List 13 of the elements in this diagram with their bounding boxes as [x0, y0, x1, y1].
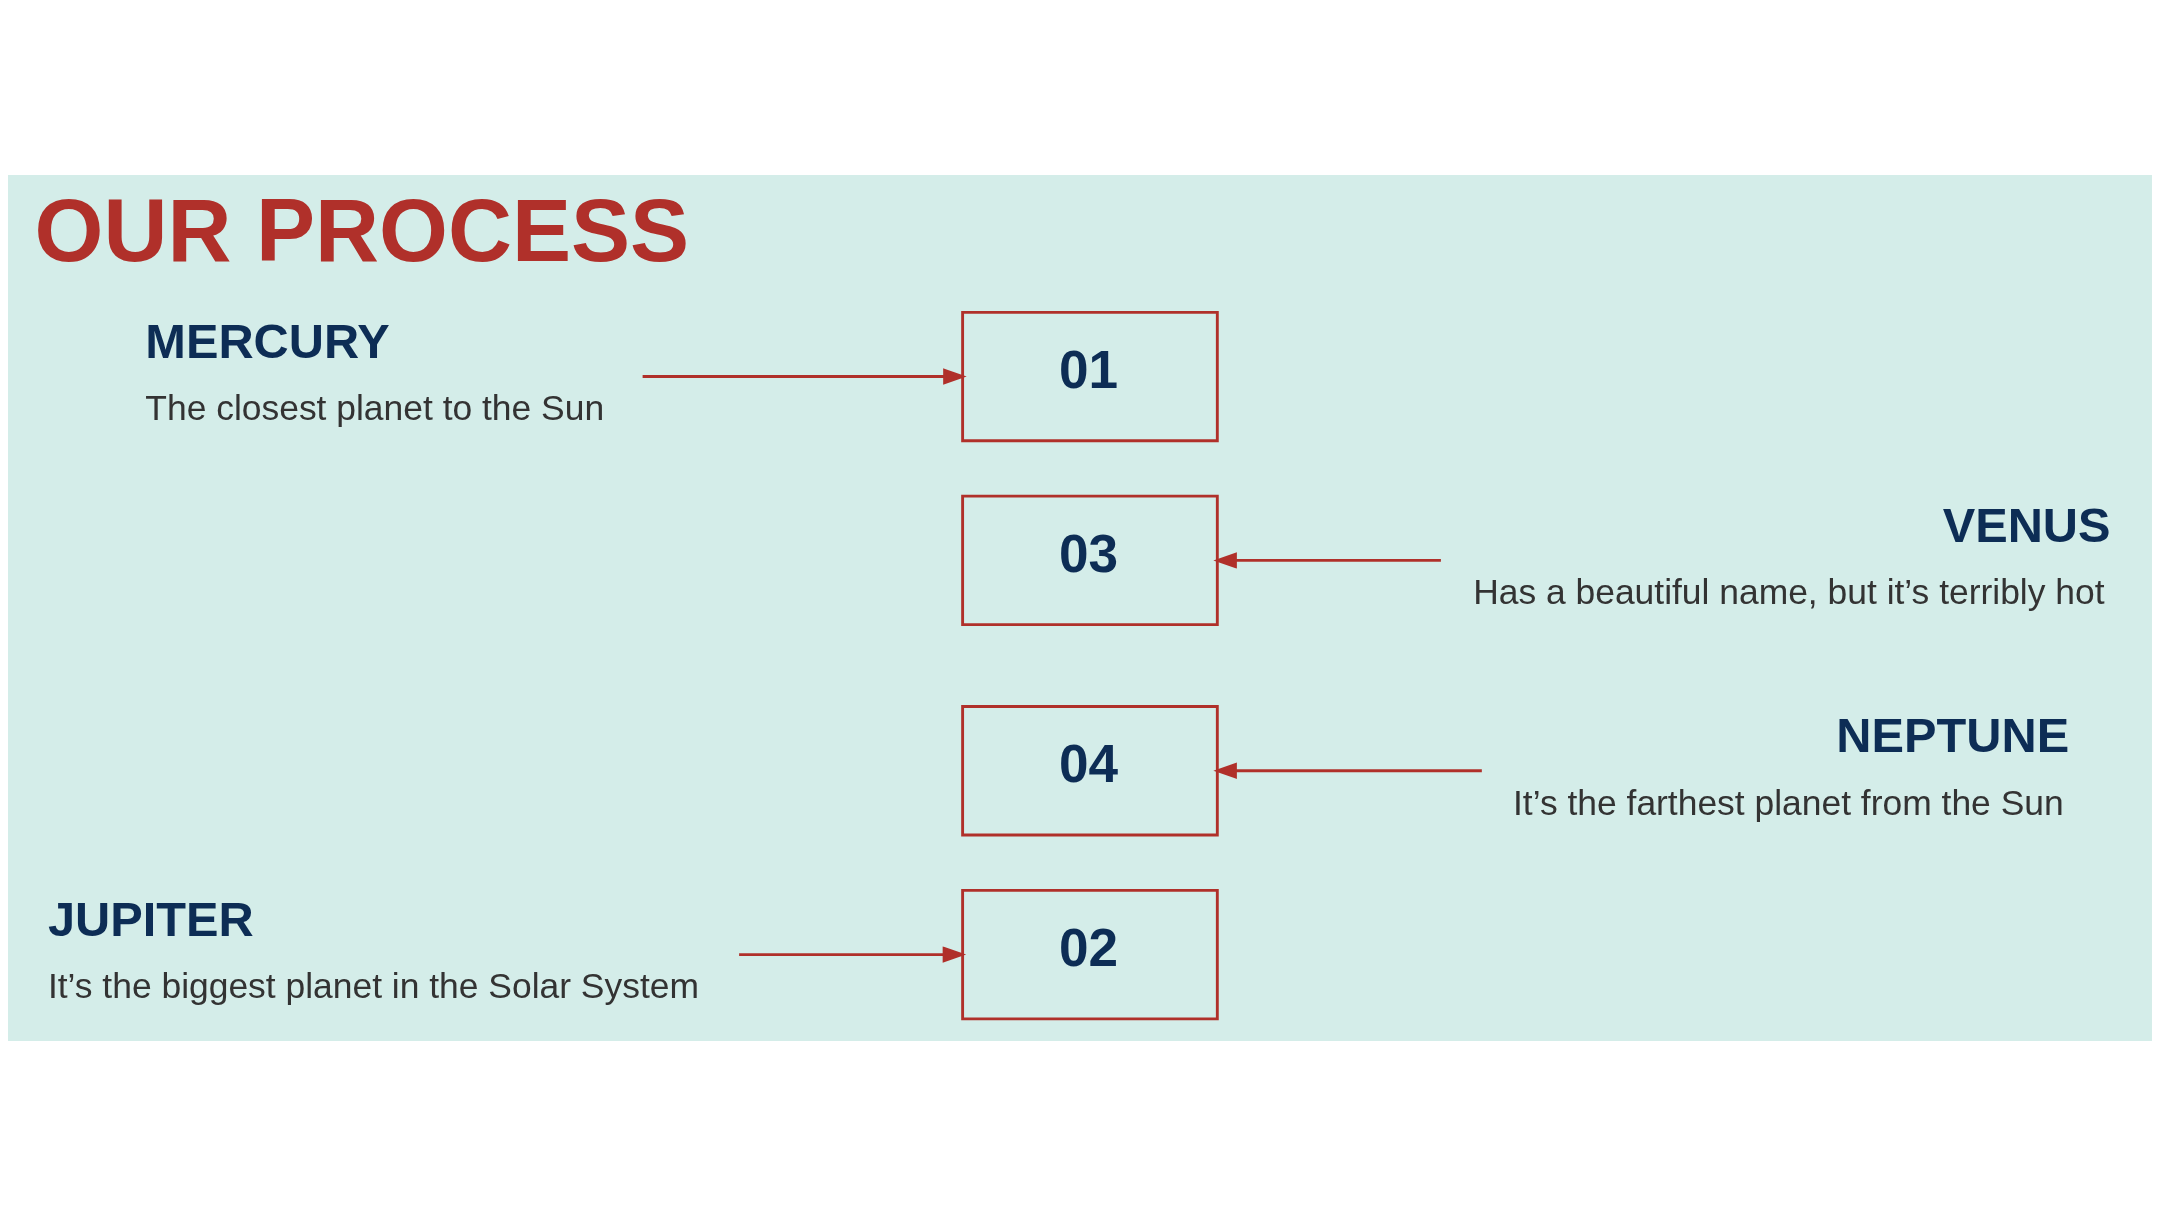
node-box: 03	[961, 494, 1219, 626]
node-text: JUPITER It’s the biggest planet in the Solar System	[47, 891, 699, 1006]
node-text: MERCURY The closest planet to the Sun	[145, 313, 605, 428]
diagram-title: OUR PROCESS	[34, 180, 690, 280]
node-box: 02	[961, 888, 1219, 1020]
node-box: 01	[961, 310, 1219, 442]
arrow	[739, 945, 967, 963]
node-box: 04	[961, 704, 1219, 836]
node-text: NEPTUNE It’s the farthest planet from the Sun	[1513, 707, 2070, 823]
node-text: VENUS Has a beautiful name, but it’s terribly hot	[1473, 497, 2111, 612]
arrow	[1213, 551, 1441, 569]
arrow	[642, 367, 967, 385]
arrow	[1213, 762, 1482, 779]
